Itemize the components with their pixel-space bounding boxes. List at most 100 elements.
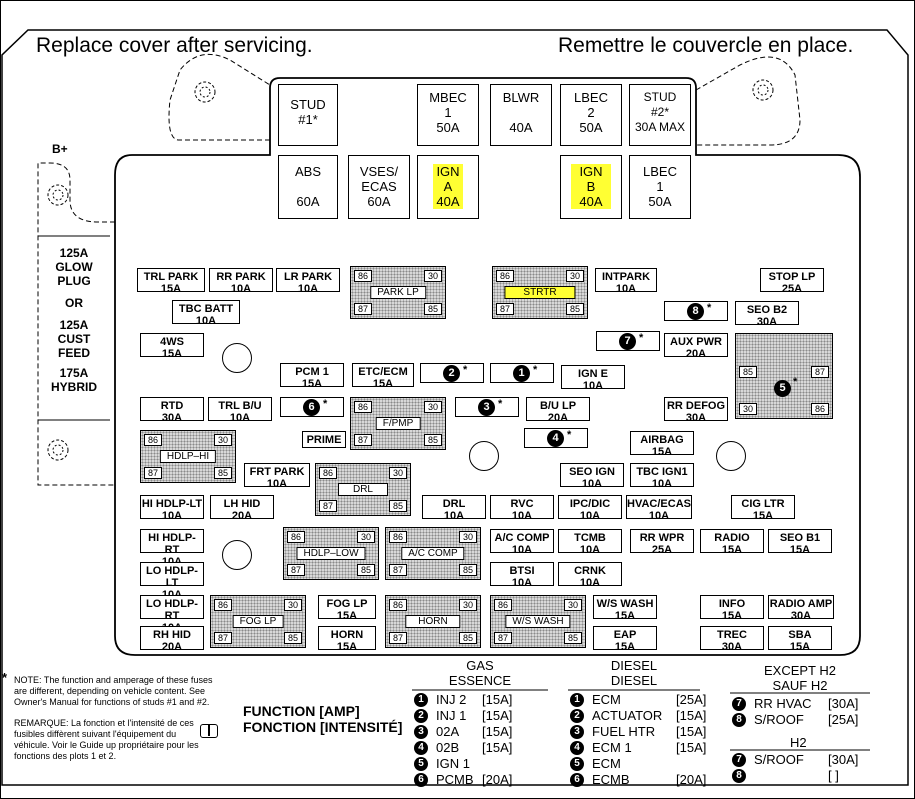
function-label: FUNCTION [AMP] FONCTION [INTENSITÉ] (243, 703, 403, 735)
relay-hdlp-hi-label: HDLP–HI (159, 450, 217, 463)
hybrid-label: HYBRID (50, 380, 97, 394)
glow-plug-label: 125A GLOW PLUG OR 125A CUST FEED 175A HY… (38, 246, 110, 394)
fuse-slot-7: 7* (596, 331, 660, 351)
fuse-ign-b: IGN B 40A (560, 155, 622, 219)
glow-plug-l2: GLOW (55, 260, 93, 274)
cust-feed-amp: 125A (59, 318, 89, 332)
relay-ws-wash-label: W/S WASH (505, 615, 571, 628)
fuse-slot-1: 1* (490, 363, 554, 383)
fuse-lo-hdlp-rt: LO HDLP-RT10A (140, 595, 204, 634)
bplus-label: B+ (52, 142, 68, 156)
mount-hole-3 (716, 441, 746, 471)
relay-fog-lp-label: FOG LP (232, 615, 284, 628)
note-en: NOTE: The function and amperage of these… (14, 675, 213, 707)
hybrid-amp: 175A (59, 366, 89, 380)
h2-heading: H2 (790, 735, 807, 750)
fuse-slot-3: 3* (455, 397, 519, 417)
owner-manual-icon (200, 724, 218, 738)
relay-ac-comp-label: A/C COMP (401, 547, 465, 560)
relay-horn-label: HORN (405, 615, 461, 628)
fuse-ign-a: IGN A 40A (417, 155, 479, 219)
or-label: OR (65, 296, 83, 310)
marker-5: 5 (774, 380, 791, 397)
mount-hole-2 (469, 441, 499, 471)
note-star: * (2, 670, 8, 685)
cover-notice-en: Replace cover after servicing. (36, 34, 313, 57)
note-fr: REMARQUE: La fonction et l'intensité de … (14, 718, 199, 761)
fuse-slot-8: 8* (664, 301, 728, 321)
fuse-slot-6: 6* (280, 397, 344, 417)
relay-f-pmp-label: F/PMP (375, 417, 421, 430)
relay-drl-label: DRL (337, 483, 389, 496)
relay-hdlp-low-label: HDLP–LOW (296, 547, 366, 560)
fuse-slot-2: 2* (420, 363, 484, 383)
cust-feed-l2: CUST (57, 332, 91, 346)
relay-strtr-label: STRTR (504, 286, 576, 299)
